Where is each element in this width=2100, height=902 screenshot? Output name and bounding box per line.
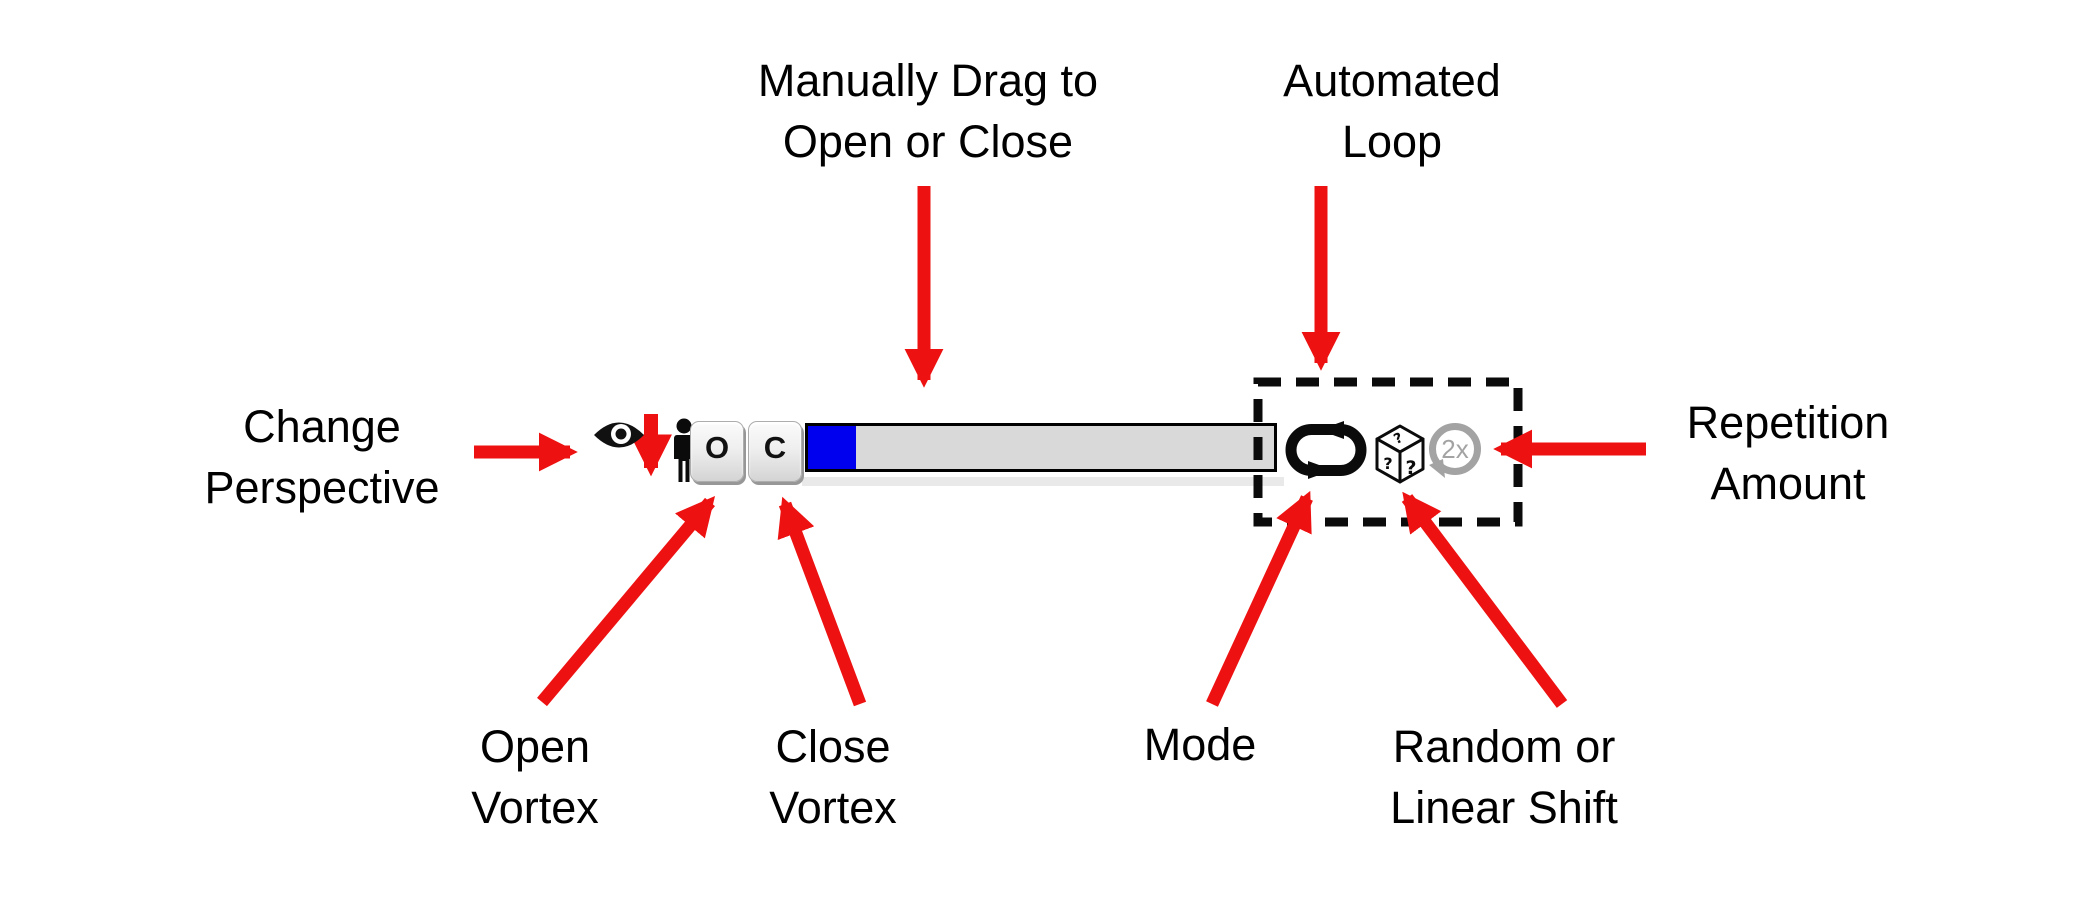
repetition-2x-icon[interactable]: 2x xyxy=(1426,420,1484,483)
dice-right-question: ? xyxy=(1405,457,1416,479)
arrow-close-vortex xyxy=(777,496,867,707)
label-open-vortex: Open Vortex xyxy=(471,721,599,833)
open-vortex-button-label: O xyxy=(704,429,730,465)
dice-left-question: ? xyxy=(1383,454,1392,473)
eye-icon[interactable] xyxy=(593,419,645,451)
label-mode: Mode xyxy=(1143,719,1257,770)
repetition-badge-text: 2x xyxy=(1441,434,1468,464)
label-manual-drag: Manually Drag to Open or Close xyxy=(757,55,1099,167)
slider-shadow xyxy=(802,477,1284,486)
close-vortex-button[interactable]: C xyxy=(748,421,802,482)
arrow-mode xyxy=(1206,490,1313,707)
label-random-linear-shift: Random or Linear Shift xyxy=(1390,721,1618,833)
loop-icon[interactable] xyxy=(1283,421,1369,479)
arrow-open-vortex xyxy=(537,496,716,707)
label-change-perspective: Change Perspective xyxy=(204,401,440,513)
arrow-random-shift xyxy=(1401,491,1568,708)
label-automated-loop: Automated Loop xyxy=(1283,55,1501,167)
vortex-drag-slider[interactable] xyxy=(805,423,1277,472)
person-icon[interactable] xyxy=(666,418,702,484)
close-vortex-button-label: C xyxy=(763,429,787,465)
slider-fill xyxy=(808,426,856,469)
open-vortex-button[interactable]: O xyxy=(690,421,744,482)
label-close-vortex: Close Vortex xyxy=(769,721,897,833)
dice-icon[interactable]: ? ? ? xyxy=(1374,424,1426,484)
label-repetition-amount: Repetition Amount xyxy=(1686,397,1890,509)
